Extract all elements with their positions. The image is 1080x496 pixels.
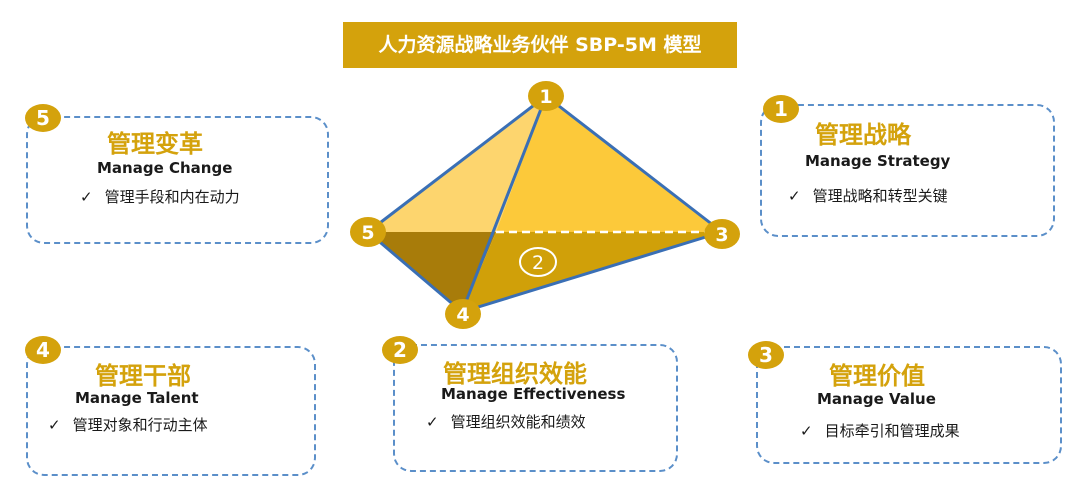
card-item: ✓ 目标牵引和管理成果 (800, 420, 960, 441)
vertex-2-hidden: 2 (519, 247, 557, 277)
vertex-3: 3 (704, 219, 740, 249)
card-title-en: Manage Value (817, 390, 936, 408)
card-manage-change (26, 116, 329, 244)
card-title-cn: 管理价值 (829, 362, 925, 390)
edge-1-3 (545, 94, 723, 234)
vertex-4: 4 (445, 299, 481, 329)
card-item: ✓ 管理对象和行动主体 (48, 414, 208, 435)
edge-1-4 (460, 95, 548, 313)
card-title-cn: 管理变革 (107, 130, 203, 158)
card-title-en: Manage Talent (75, 389, 199, 407)
edge-5-4 (367, 230, 463, 314)
check-icon: ✓ (48, 416, 61, 434)
check-icon: ✓ (800, 422, 813, 440)
badge-5: 5 (25, 104, 61, 132)
svg-text:4: 4 (456, 304, 469, 326)
check-icon: ✓ (788, 187, 801, 205)
check-icon: ✓ (80, 188, 93, 206)
badge-2: 2 (382, 336, 418, 364)
svg-text:1: 1 (539, 86, 552, 108)
card-item-text: 管理战略和转型关键 (812, 187, 948, 205)
check-icon: ✓ (426, 413, 439, 431)
card-item: ✓ 管理组织效能和绩效 (426, 411, 586, 432)
card-item-text: 目标牵引和管理成果 (824, 422, 960, 440)
card-title-en: Manage Strategy (805, 152, 951, 170)
card-item: ✓ 管理手段和内在动力 (80, 186, 240, 207)
svg-text:5: 5 (361, 222, 374, 244)
badge-3: 3 (748, 341, 784, 369)
title-banner: 人力资源战略业务伙伴 SBP-5M 模型 (343, 22, 737, 68)
card-title-en: Manage Effectiveness (441, 385, 626, 403)
badge-4: 4 (25, 336, 61, 364)
card-manage-strategy (760, 104, 1055, 237)
card-title-cn: 管理战略 (815, 121, 911, 149)
card-title-cn: 管理干部 (95, 362, 191, 390)
edge-4-3 (461, 230, 723, 314)
svg-text:2: 2 (532, 252, 544, 274)
vertex-5: 5 (350, 217, 386, 247)
card-manage-effectiveness (393, 344, 678, 472)
card-item-text: 管理手段和内在动力 (104, 188, 240, 206)
face-right-top (496, 96, 722, 232)
card-title-en: Manage Change (97, 159, 233, 177)
card-title-cn: 管理组织效能 (443, 360, 587, 388)
badge-1: 1 (763, 95, 799, 123)
svg-text:3: 3 (715, 224, 728, 246)
face-left-bottom (368, 232, 496, 312)
edge-1-5 (367, 94, 547, 234)
vertex-1: 1 (528, 81, 564, 111)
card-item-text: 管理组织效能和绩效 (450, 413, 586, 431)
card-item-text: 管理对象和行动主体 (72, 416, 208, 434)
card-manage-talent (26, 346, 316, 476)
card-manage-value (756, 346, 1062, 464)
card-item: ✓ 管理战略和转型关键 (788, 185, 948, 206)
